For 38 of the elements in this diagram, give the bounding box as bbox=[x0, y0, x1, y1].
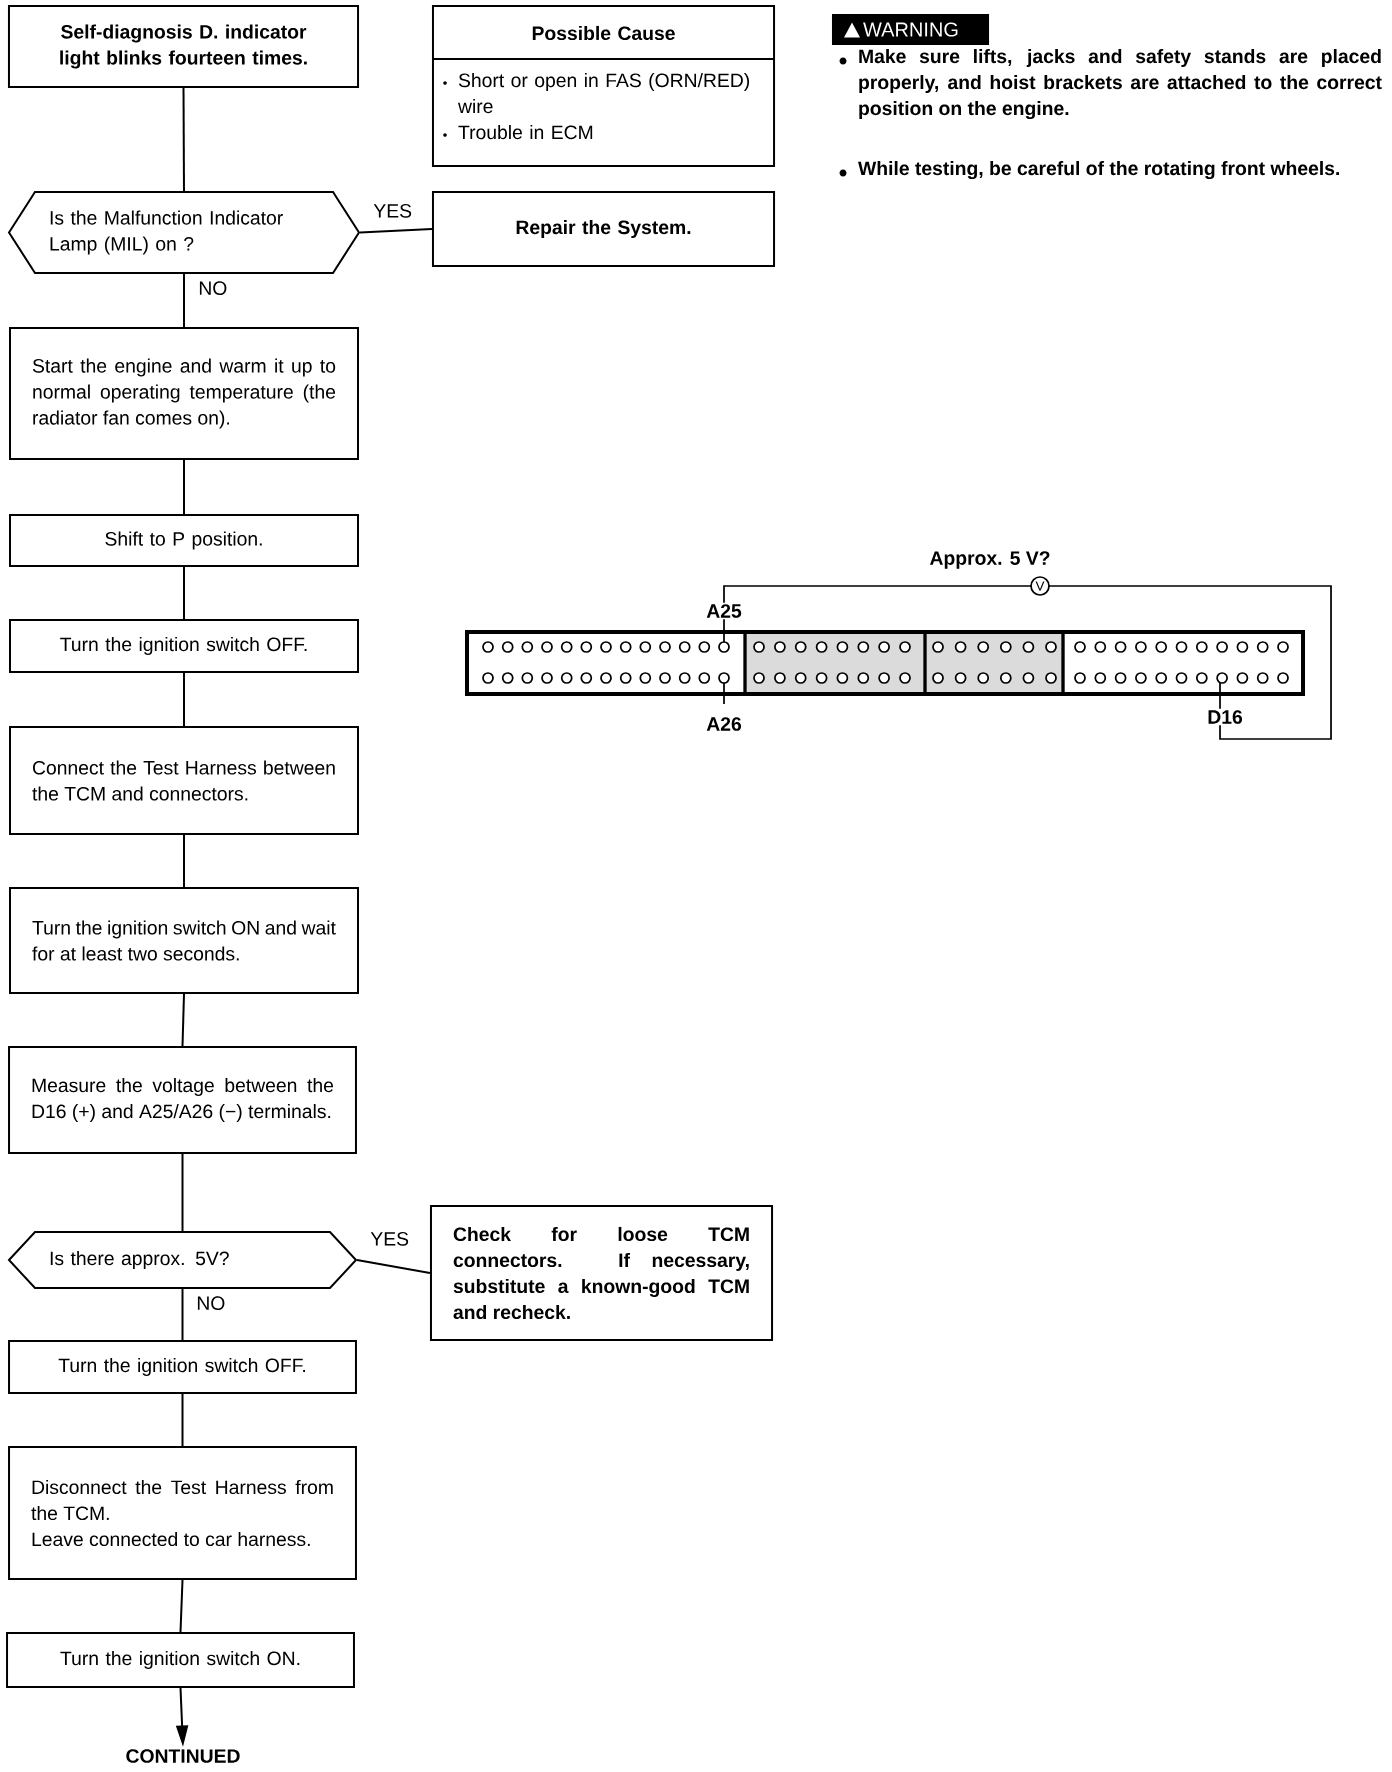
connector-line bbox=[183, 458, 185, 516]
connector-line bbox=[355, 1259, 431, 1274]
process-box: Measure the voltage between the D16 (+) and A25/A26 (−) terminals. bbox=[8, 1046, 357, 1154]
process-box: Connect the Test Harness between the TCM and connectors. bbox=[9, 726, 359, 835]
action-box: Repair the System. bbox=[431, 191, 776, 267]
warning-badge: WARNING bbox=[832, 14, 990, 45]
pin-label: A25 bbox=[704, 602, 744, 620]
process-box: Turn the ignition switch ON and wait for at least two seconds. bbox=[9, 887, 359, 995]
pin-label: A26 bbox=[704, 715, 744, 733]
connector-line bbox=[359, 228, 433, 234]
edge-label: NO bbox=[197, 1296, 225, 1311]
warning-text: Make sure lifts, jacks and safety stands are placed properly, and hoist brackets are attached to the correct position on the engine. bbox=[839, 49, 1382, 120]
process-box: Disconnect the Test Harness from the TCM. Leave connected to car harness. bbox=[8, 1446, 357, 1580]
process-box: Turn the ignition switch ON. bbox=[6, 1632, 355, 1688]
connector-line bbox=[181, 1153, 184, 1232]
connector-line bbox=[183, 273, 185, 329]
process-box: Turn the ignition switch OFF. bbox=[9, 619, 359, 673]
connector-line bbox=[183, 833, 185, 888]
process-box: Turn the ignition switch OFF. bbox=[8, 1340, 357, 1394]
connector-line bbox=[183, 672, 185, 728]
action-box: Check for loose TCM connectors. If necessary, substitute a known-good TCM and recheck. bbox=[429, 1205, 774, 1341]
connector-line bbox=[179, 1579, 184, 1633]
cause-box: Possible Cause Short or open in FAS (ORN/RED) wire Trouble in ECM bbox=[431, 5, 776, 167]
connector-line bbox=[181, 993, 185, 1047]
connector-line bbox=[181, 1393, 184, 1447]
connector-line bbox=[181, 1288, 184, 1341]
measurement-label: Approx. 5 V? bbox=[930, 551, 1050, 569]
process-box: Self-diagnosis D. indicator light blinks fourteen times. bbox=[7, 4, 360, 89]
edge-label: NO bbox=[199, 281, 227, 295]
warning-text: While testing, be careful of the rotating front wheels. bbox=[839, 161, 1339, 180]
process-box: Shift to P position. bbox=[9, 514, 359, 567]
connector-line bbox=[183, 565, 185, 620]
edge-label: YES bbox=[373, 203, 412, 218]
edge-label: YES bbox=[370, 1232, 409, 1246]
pin-label: D16 bbox=[1205, 708, 1245, 726]
process-box: Start the engine and warm it up to normal operating temperature (the radiator fan comes on). bbox=[9, 327, 359, 460]
continued-text: CONTINUED bbox=[126, 1749, 240, 1763]
connector-line bbox=[182, 87, 185, 192]
